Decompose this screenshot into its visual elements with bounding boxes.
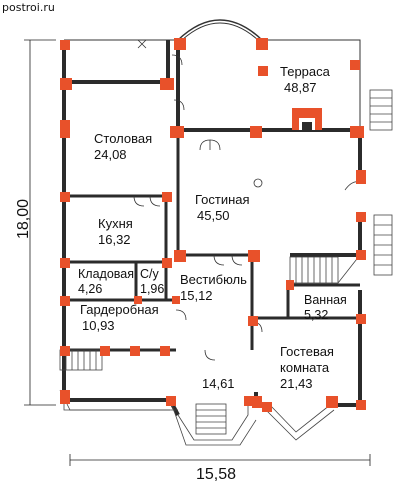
room-name-dining: Столовая: [94, 131, 153, 146]
room-name-pantry: Кладовая: [78, 267, 134, 281]
room-name-terrace: Терраса: [280, 64, 330, 79]
width-dimension: 15,58: [196, 466, 237, 483]
room-area-wardrobe: 10,93: [82, 318, 115, 333]
site-watermark: postroi.ru: [2, 1, 55, 14]
height-dimension: 18,00: [15, 198, 33, 240]
room-area-hall: 14,61: [202, 376, 235, 391]
room-area-bathroom: 5,32: [304, 308, 329, 322]
room-name-wardrobe: Гардеробная: [80, 302, 159, 317]
fireplace-icon: [292, 108, 322, 130]
room-name-living: Гостиная: [195, 192, 250, 207]
room-area-vestibule: 15,12: [180, 288, 213, 303]
room-area-wc: 1,96: [140, 282, 165, 296]
room-area-dining: 24,08: [94, 147, 127, 162]
room-area-terrace: 48,87: [284, 80, 317, 95]
room-name-vestibule: Вестибюль: [180, 272, 247, 287]
room-name-wc: С/у: [140, 267, 159, 281]
room-area-pantry: 4,26: [78, 282, 103, 296]
room-area-guest: 21,43: [280, 376, 313, 391]
room-name-bathroom: Ванная: [304, 293, 347, 307]
room-name-guest: Гостевая: [280, 344, 334, 359]
room-name-kitchen: Кухня: [98, 216, 133, 231]
room-name-guest-2: комната: [280, 360, 330, 375]
room-area-kitchen: 16,32: [98, 232, 131, 247]
room-area-living: 45,50: [197, 208, 230, 223]
